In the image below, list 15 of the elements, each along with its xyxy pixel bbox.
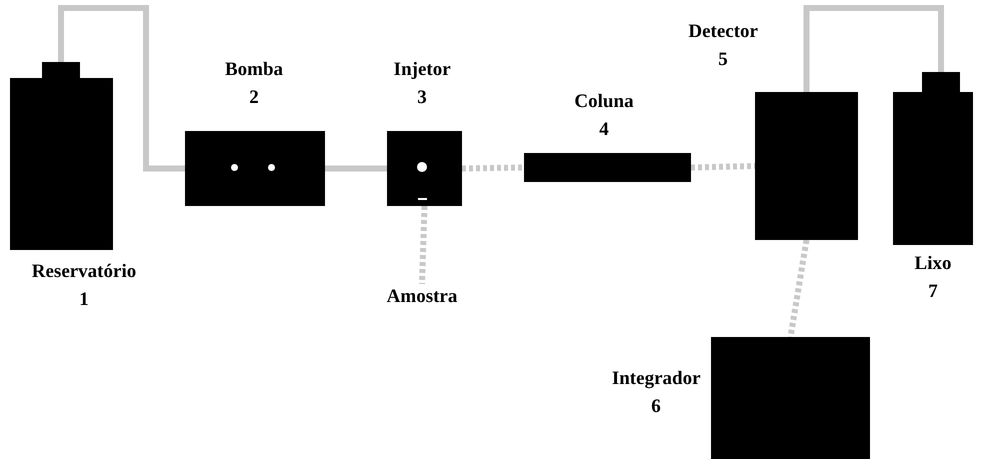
pipe-line <box>804 5 944 92</box>
device-label: Coluna 4 <box>574 90 634 142</box>
sample-label: Amostra <box>386 285 458 309</box>
pipe-line <box>325 166 387 172</box>
device-label: Lixo 7 <box>914 252 952 304</box>
device-label: Bomba 2 <box>224 58 284 110</box>
device-label: Reservatório 1 <box>32 260 136 312</box>
pipe-line <box>788 240 810 338</box>
pipe-line <box>462 164 524 172</box>
pipe-line <box>58 5 185 172</box>
device-label: Detector 5 <box>688 20 758 72</box>
pipe-line <box>690 163 756 170</box>
device-label: Integrador 6 <box>612 367 700 419</box>
pipe-line <box>419 206 428 284</box>
device-label: Injetor 3 <box>394 58 450 110</box>
